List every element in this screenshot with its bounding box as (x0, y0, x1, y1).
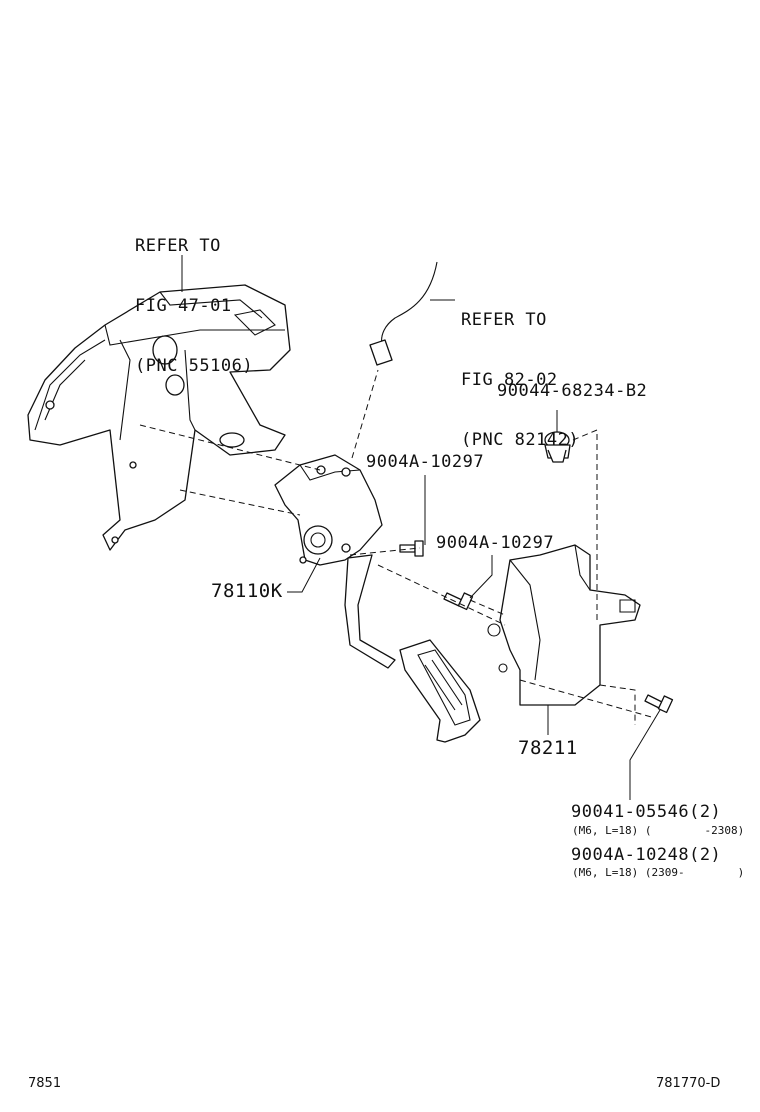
callout-bolt-a-part: 90041-05546(2) (571, 802, 722, 822)
wire-harness-drawing (369, 261, 438, 366)
alignment-lines (139, 369, 656, 725)
callout-bolt-lower: 9004A-10297 (436, 533, 555, 553)
callout-pedal-assembly: 78110K (211, 580, 283, 602)
callout-line: (PNC 82142) (461, 430, 580, 450)
leader-lines (181, 255, 661, 800)
callout-bolt-b-part: 9004A-10248(2) (571, 845, 722, 865)
callout-bolt-b-spec: (M6, L=18) (2309- ) (572, 866, 745, 879)
pedal-cover-drawing (487, 544, 641, 706)
callout-cover: 78211 (518, 737, 578, 759)
footer-page-code: 7851 (28, 1076, 62, 1091)
callout-refer-brake-bracket: REFER TO FIG 47-01 (PNC 55106) (135, 196, 253, 396)
accelerator-pedal-assembly-drawing (274, 454, 481, 743)
footer-illustration-code: 781770-D (656, 1076, 721, 1091)
callout-line: FIG 47-01 (135, 296, 232, 316)
callout-clip-part: 90044-68234-B2 (497, 381, 648, 401)
clip-drawing (544, 431, 571, 463)
callout-line: REFER TO (461, 310, 547, 330)
callout-line: REFER TO (135, 236, 221, 256)
brake-pedal-bracket-drawing (27, 284, 291, 551)
bolt-cover-drawing (644, 694, 674, 714)
callout-bolt-a-spec: (M6, L=18) ( -2308) (572, 824, 745, 837)
callout-line: FIG 82-02 (461, 370, 558, 390)
bolt-lower-drawing (443, 592, 474, 611)
callout-bolt-upper: 9004A-10297 (366, 452, 485, 472)
callout-refer-harness: REFER TO FIG 82-02 (PNC 82142) (461, 270, 579, 470)
callout-line: (PNC 55106) (135, 356, 254, 376)
